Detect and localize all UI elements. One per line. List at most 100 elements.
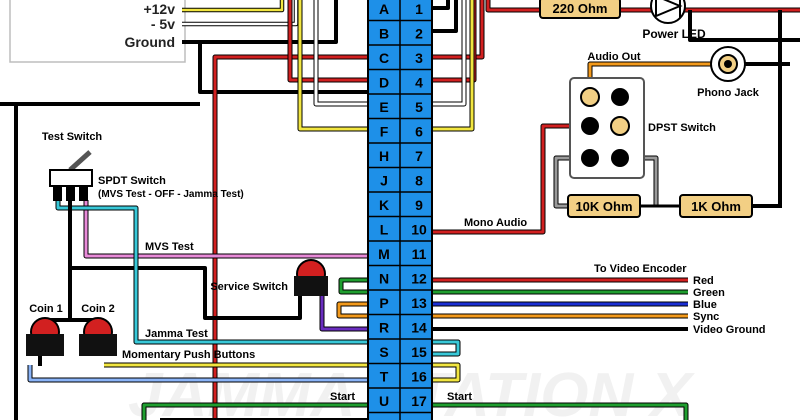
pin-label-right: 9 xyxy=(415,197,423,213)
resistor-10k-label: 10K Ohm xyxy=(575,199,632,214)
coin1-wire xyxy=(28,365,368,382)
test-switch: Test Switch SPDT Switch (MVS Test - OFF … xyxy=(42,131,244,201)
power-supply-box: +12v - 5v Ground xyxy=(9,0,186,63)
spdt-modes-label: (MVS Test - OFF - Jamma Test) xyxy=(98,189,244,200)
plus12v-label: +12v xyxy=(143,1,175,17)
pin-label-right: 14 xyxy=(411,320,427,336)
green-label: Green xyxy=(693,287,725,299)
resistor-220-label: 220 Ohm xyxy=(553,1,608,16)
ground-left-wire xyxy=(198,42,368,94)
jamma-test-label: Jamma Test xyxy=(145,328,208,340)
pin-label-left: R xyxy=(379,320,389,336)
start-right-label: Start xyxy=(447,391,472,403)
phono-jack: Phono Jack xyxy=(697,46,760,99)
pin-label-right: 7 xyxy=(415,148,423,164)
power-led: Power LED xyxy=(642,0,706,41)
yellow-wire-f xyxy=(298,0,368,131)
pin-label-left: N xyxy=(379,271,389,287)
service-button-base xyxy=(294,276,328,296)
momentary-buttons-label: Momentary Push Buttons xyxy=(122,349,255,361)
resistor-10k: 10K Ohm xyxy=(567,194,641,218)
resistor-1k-body xyxy=(679,194,753,218)
mvs-test-label: MVS Test xyxy=(145,241,194,253)
test-switch-label: Test Switch xyxy=(42,131,103,143)
plus12v-wire-outline xyxy=(182,0,285,13)
pin3-wire xyxy=(432,0,484,59)
pin-label-right: 5 xyxy=(415,99,423,115)
service-switch: Service Switch xyxy=(210,259,328,296)
pin-label-left: H xyxy=(379,148,389,164)
led-diode-icon xyxy=(655,0,683,18)
dpst-terminal-3 xyxy=(581,117,599,135)
pin2-wire xyxy=(432,0,458,33)
pin-label-left: D xyxy=(379,75,389,91)
resistor-220: 220 Ohm xyxy=(539,0,621,19)
resistor-220-body xyxy=(539,0,621,19)
service-switch-label: Service Switch xyxy=(210,281,288,293)
minus5v-wire xyxy=(182,0,298,26)
minus5v-label: - 5v xyxy=(151,16,175,32)
pin-label-left: A xyxy=(379,1,389,17)
spdt-pin-2 xyxy=(66,186,75,201)
pin-label-right: 3 xyxy=(415,50,423,66)
pin-label-left: T xyxy=(380,369,389,385)
pin-label-left: K xyxy=(379,197,389,213)
service-ground-wire xyxy=(70,266,302,320)
pin-label-left: P xyxy=(379,295,388,311)
sync-label: Sync xyxy=(693,311,719,323)
spdt-pin-3 xyxy=(79,186,88,201)
red-wire-d xyxy=(288,0,368,82)
led-wire xyxy=(486,0,800,12)
spdt-lever-icon xyxy=(68,150,92,172)
dpst-terminal-6 xyxy=(611,149,629,167)
resistor-10k-body xyxy=(567,194,641,218)
jamma-test-wire xyxy=(56,200,460,356)
green-video-wire xyxy=(339,278,688,294)
white-wire-e xyxy=(314,0,368,106)
dpst-switch-label: DPST Switch xyxy=(648,122,716,134)
pin-label-left: M xyxy=(378,246,390,262)
dpst-terminal-4 xyxy=(610,116,630,136)
pin-label-right: 17 xyxy=(411,393,427,409)
led-ground-wire xyxy=(688,10,800,42)
coin2-label: Coin 2 xyxy=(81,303,115,315)
resistor-1k-label: 1K Ohm xyxy=(691,199,741,214)
power-box-frame xyxy=(9,0,186,63)
mono-audio-wire xyxy=(432,124,585,234)
pin-label-right: 15 xyxy=(411,344,427,360)
coin2-wire xyxy=(104,363,460,382)
pin4-wire xyxy=(432,0,476,82)
pin-label-left: U xyxy=(379,393,389,409)
coin1-button-base xyxy=(26,334,64,356)
phono-jack-label: Phono Jack xyxy=(697,87,760,99)
mvs-test-wire xyxy=(84,200,368,258)
spdt-pin-1 xyxy=(53,186,62,201)
to-video-encoder-label: To Video Encoder xyxy=(594,263,687,275)
start-left-label: Start xyxy=(330,391,355,403)
mono-audio-label: Mono Audio xyxy=(464,217,527,229)
coin1-label: Coin 1 xyxy=(29,303,63,315)
blue-label: Blue xyxy=(693,299,717,311)
power-led-label: Power LED xyxy=(642,27,706,41)
pin-label-left: B xyxy=(379,26,389,42)
start1-wire xyxy=(142,403,368,420)
pin-label-right: 10 xyxy=(411,222,427,238)
dpst-terminal-2 xyxy=(611,88,629,106)
pin-label-right: 13 xyxy=(411,295,427,311)
pin5-wire xyxy=(432,0,466,106)
audio-out-label: Audio Out xyxy=(587,51,640,63)
service-wire xyxy=(320,296,368,331)
video-ground-label: Video Ground xyxy=(693,324,766,336)
pin1-wire xyxy=(432,0,450,10)
spdt-body xyxy=(49,169,93,187)
pin-label-right: 11 xyxy=(412,246,427,262)
pin-label-left: C xyxy=(379,50,389,66)
pin-label-right: 8 xyxy=(415,173,423,189)
pin-label-left: S xyxy=(379,344,388,360)
ground-wire xyxy=(182,0,338,44)
pin-label-right: 1 xyxy=(415,1,423,17)
dpst-terminal-1 xyxy=(580,87,600,107)
